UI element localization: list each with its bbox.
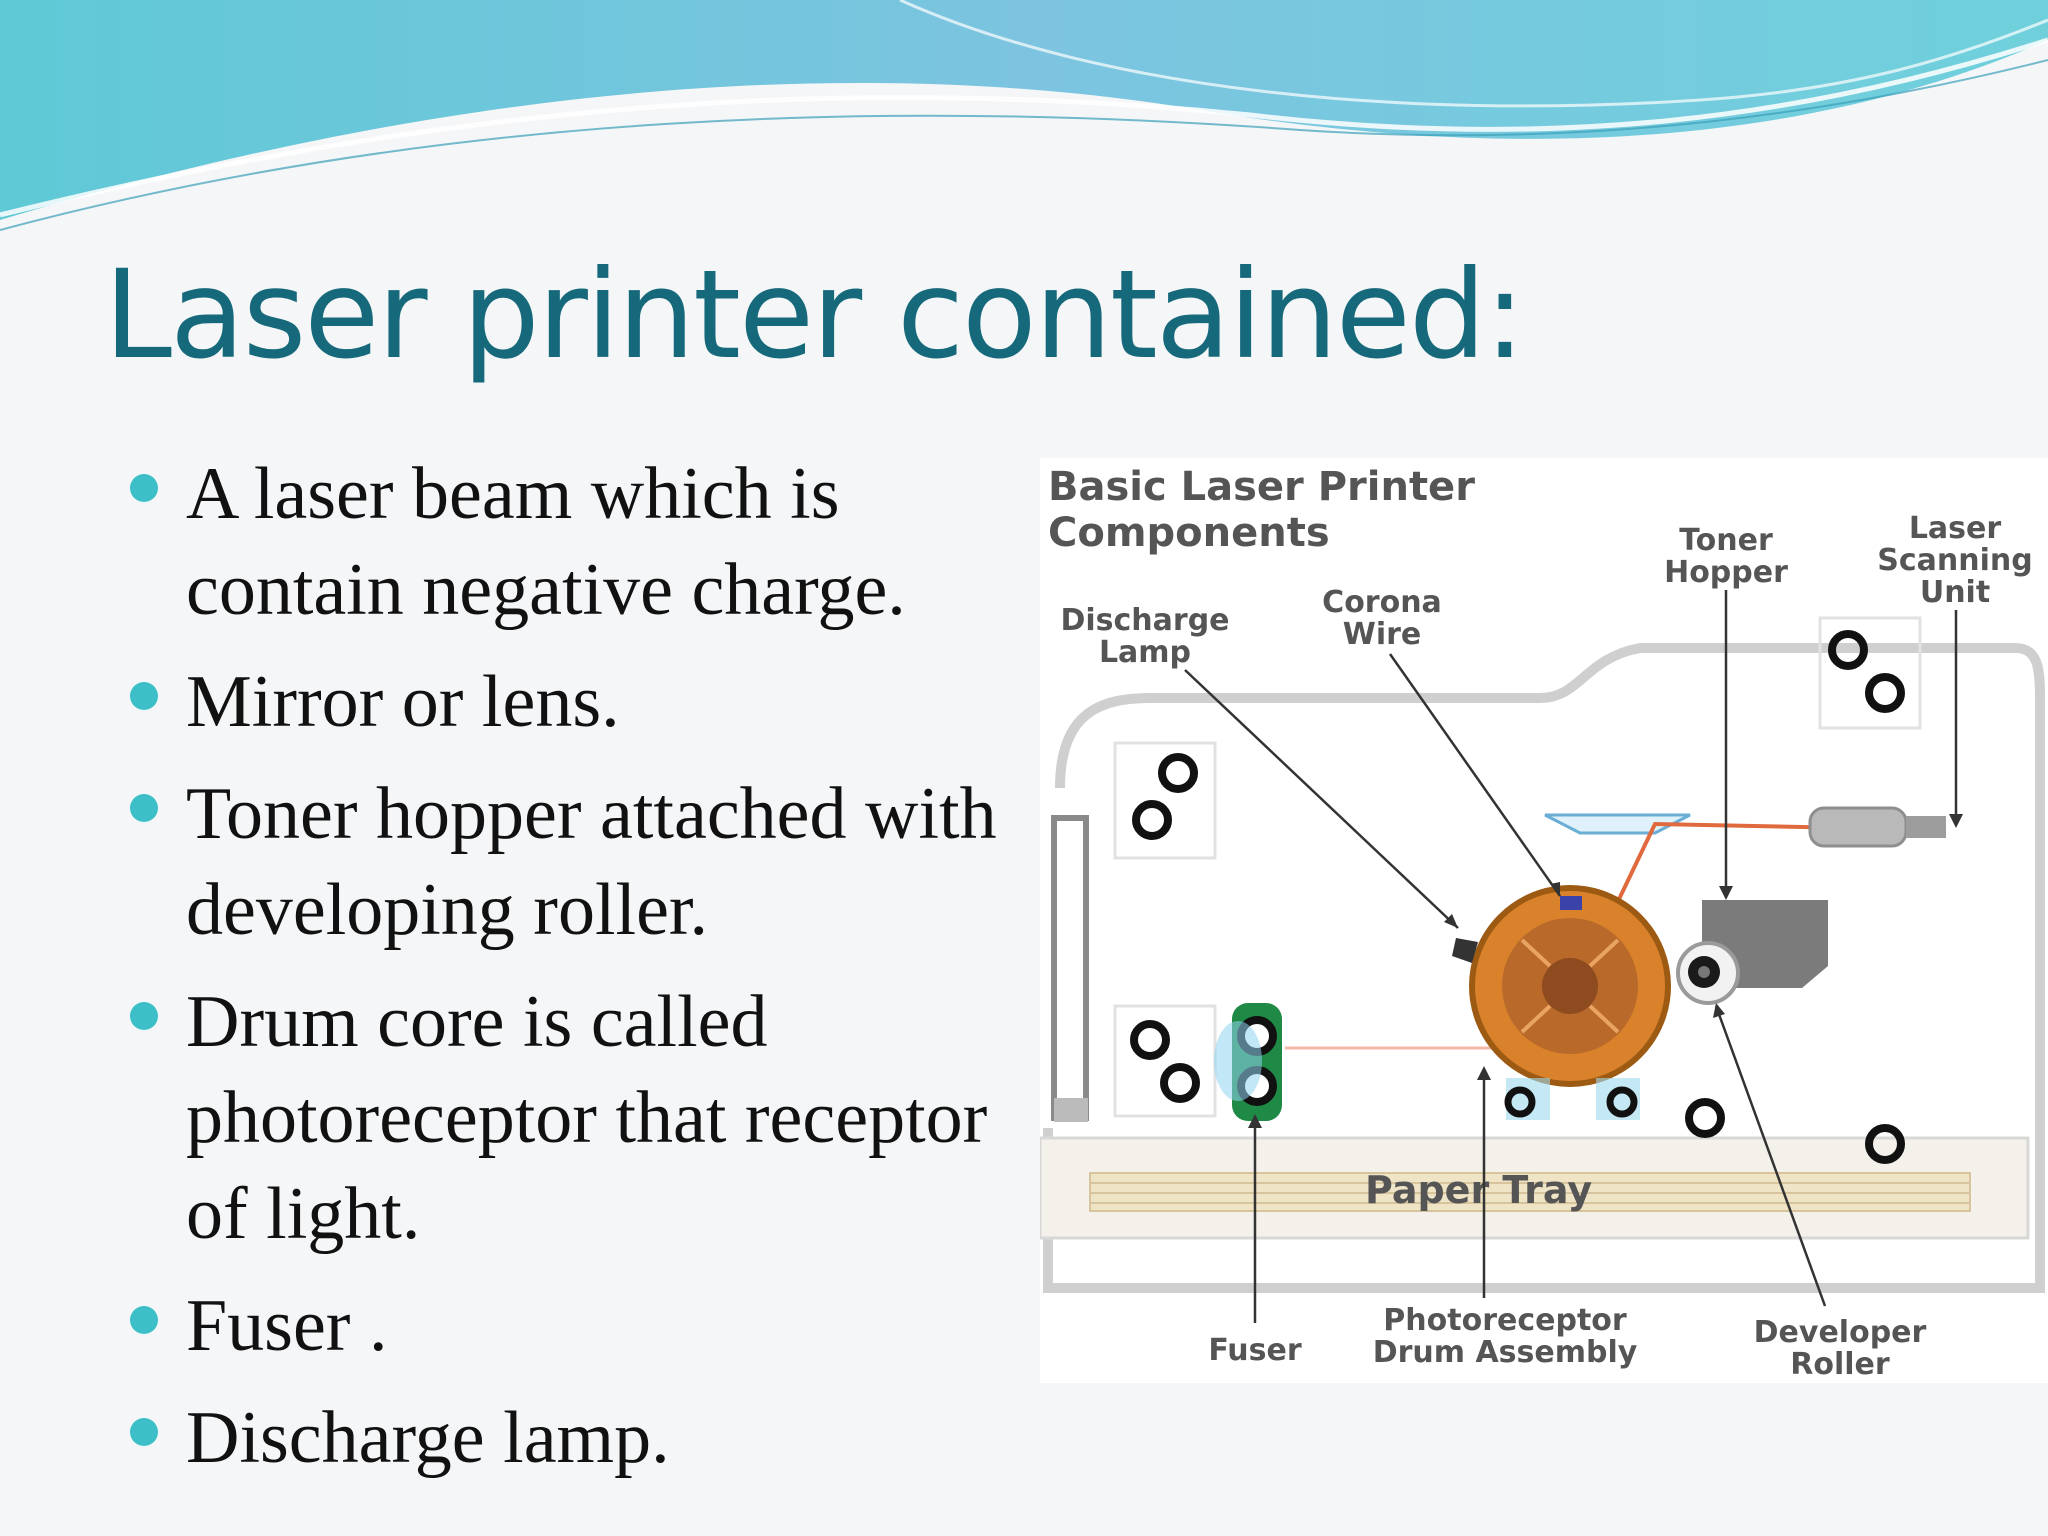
svg-text:Discharge: Discharge [1060, 603, 1229, 638]
leader-arrowheads [1248, 814, 1963, 1128]
bullet-item-drum-core: Drum core is called photoreceptor that r… [130, 974, 1010, 1262]
svg-text:Developer: Developer [1754, 1315, 1927, 1350]
label-photoreceptor: Photoreceptor Drum Assembly [1373, 1303, 1638, 1370]
svg-text:Lamp: Lamp [1099, 635, 1191, 670]
diagram-title-line2: Components [1048, 510, 1330, 556]
laser-scanning-unit-body [1808, 806, 1908, 848]
bullet-list: A laser beam which is contain negative c… [130, 446, 1010, 1502]
feed-roller-icon [1132, 800, 1172, 840]
slide-title: Laser printer contained: [104, 244, 1525, 386]
svg-text:Wire: Wire [1343, 617, 1422, 652]
bullet-item-mirror-lens: Mirror or lens. [130, 654, 1010, 750]
diagram-title-line1: Basic Laser Printer [1048, 464, 1475, 510]
svg-text:Unit: Unit [1920, 575, 1990, 610]
bullet-item-fuser: Fuser . [130, 1278, 1010, 1374]
diagram-canvas: Basic Laser Printer Components Paper Tra… [1040, 458, 2048, 1383]
svg-text:Laser: Laser [1909, 511, 2002, 546]
feed-roller-icon [1158, 753, 1198, 793]
exit-roller-icon [1130, 1020, 1170, 1060]
bullet-item-toner-hopper: Toner hopper attached with developing ro… [130, 766, 1010, 958]
transfer-roller-icon [1685, 1098, 1725, 1138]
label-toner-hopper: Toner Hopper [1664, 523, 1788, 590]
header-wave-decoration [0, 0, 2048, 231]
label-discharge-lamp: Discharge Lamp [1060, 603, 1229, 670]
exit-roller-icon [1160, 1063, 1200, 1103]
label-developer-roller: Developer Roller [1754, 1315, 1927, 1382]
svg-text:Toner: Toner [1679, 523, 1773, 558]
paper-tray-label: Paper Tray [1365, 1168, 1592, 1212]
corona-wire-icon [1560, 896, 1582, 910]
bullet-item-laser-beam: A laser beam which is contain negative c… [130, 446, 1010, 638]
scanner-roller-icon [1865, 673, 1905, 713]
laser-beam-path [1608, 821, 1851, 919]
scanner-roller-icon [1828, 630, 1868, 670]
svg-text:Hopper: Hopper [1664, 555, 1788, 590]
label-laser-scanning-unit: Laser Scanning Unit [1877, 511, 2032, 610]
printer-body-outline [1043, 643, 2045, 1293]
svg-text:Drum Assembly: Drum Assembly [1373, 1335, 1638, 1370]
laser-printer-diagram: Basic Laser Printer Components Paper Tra… [1040, 458, 2048, 1383]
svg-text:Photoreceptor: Photoreceptor [1383, 1303, 1627, 1338]
bullet-item-discharge-lamp: Discharge lamp. [130, 1390, 1010, 1486]
svg-text:Roller: Roller [1790, 1347, 1890, 1382]
leader-lines [1184, 590, 1958, 1323]
laser-scanning-unit-tip [1906, 816, 1946, 838]
svg-text:Scanning: Scanning [1877, 543, 2032, 578]
label-fuser: Fuser [1208, 1333, 1302, 1368]
label-corona-wire: Corona Wire [1322, 585, 1442, 652]
svg-text:Corona: Corona [1322, 585, 1442, 620]
door-hinge [1054, 1098, 1088, 1122]
pickup-roller-icon [1865, 1124, 1905, 1164]
discharge-lamp-icon [1452, 938, 1478, 963]
